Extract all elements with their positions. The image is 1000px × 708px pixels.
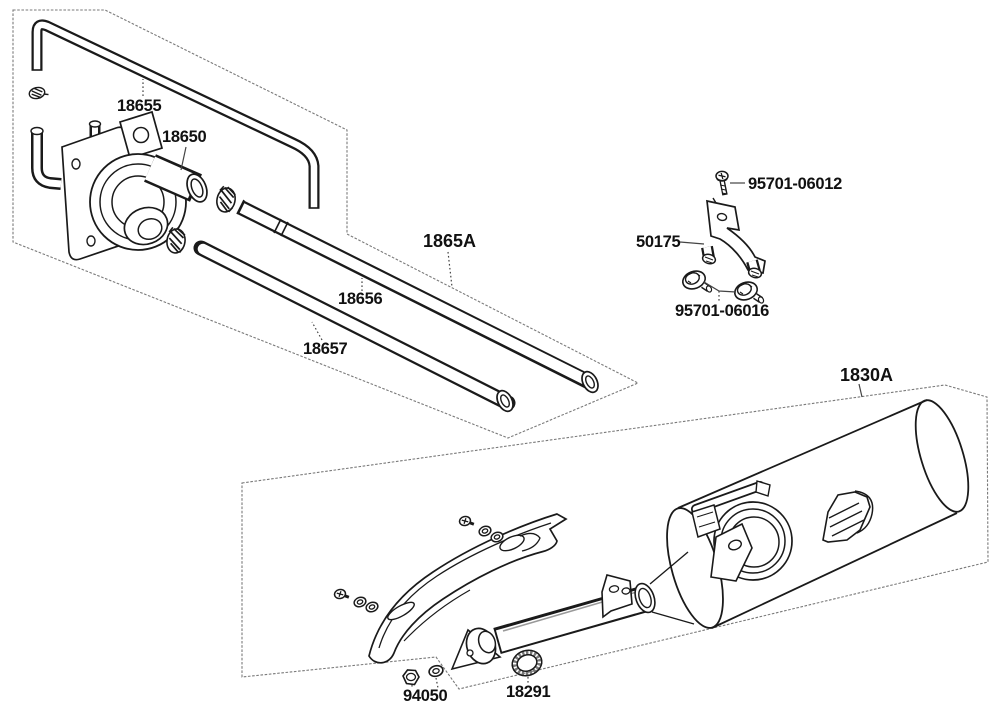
air-valve-drawing [30, 110, 208, 261]
wire-clip-icon [28, 86, 49, 100]
part-label-pipe-upper: 18656 [338, 290, 383, 308]
washer-icon [428, 664, 444, 678]
part-label-gasket: 18291 [506, 683, 551, 701]
air-system-frame-outline [12, 9, 640, 439]
heat-shield-drawing [368, 513, 568, 664]
part-label-screw: 95701-06012 [748, 175, 842, 193]
washer-icon [352, 594, 368, 610]
part-label-valve: 18650 [162, 128, 207, 146]
flange-bolt-icon [680, 268, 712, 293]
shield-screw-icon [457, 513, 476, 529]
leader-lines [142, 79, 863, 689]
air-hose-drawing [31, 19, 320, 209]
part-label-bracket: 50175 [636, 233, 681, 251]
metal-pipe-upper-drawing [236, 199, 599, 394]
hose-clamp-icon [213, 184, 239, 215]
part-label-muffler-assembly: 1830A [840, 365, 894, 385]
part-label-nut: 94050 [403, 687, 448, 705]
flange-screw-drawing [715, 170, 729, 196]
flange-bolt-icon [732, 279, 764, 304]
part-label-air-hose: 18655 [117, 97, 162, 115]
gasket-ring-drawing [511, 649, 543, 677]
exhaust-frame-outline [241, 384, 989, 690]
washer-icon [364, 599, 380, 615]
part-label-pipe-assembly: 1865A [423, 231, 477, 251]
washer-icon [477, 523, 493, 539]
metal-pipe-lower-drawing [193, 240, 516, 413]
hex-nut-icon [402, 669, 420, 686]
part-label-pipe-lower: 18657 [303, 340, 348, 358]
muffler-drawing [666, 399, 970, 629]
part-label-bolts: 95701-06016 [675, 302, 769, 320]
mount-bracket-drawing [701, 197, 766, 279]
shield-screw-icon [332, 586, 351, 602]
exhaust-pipe-drawing [450, 551, 695, 671]
